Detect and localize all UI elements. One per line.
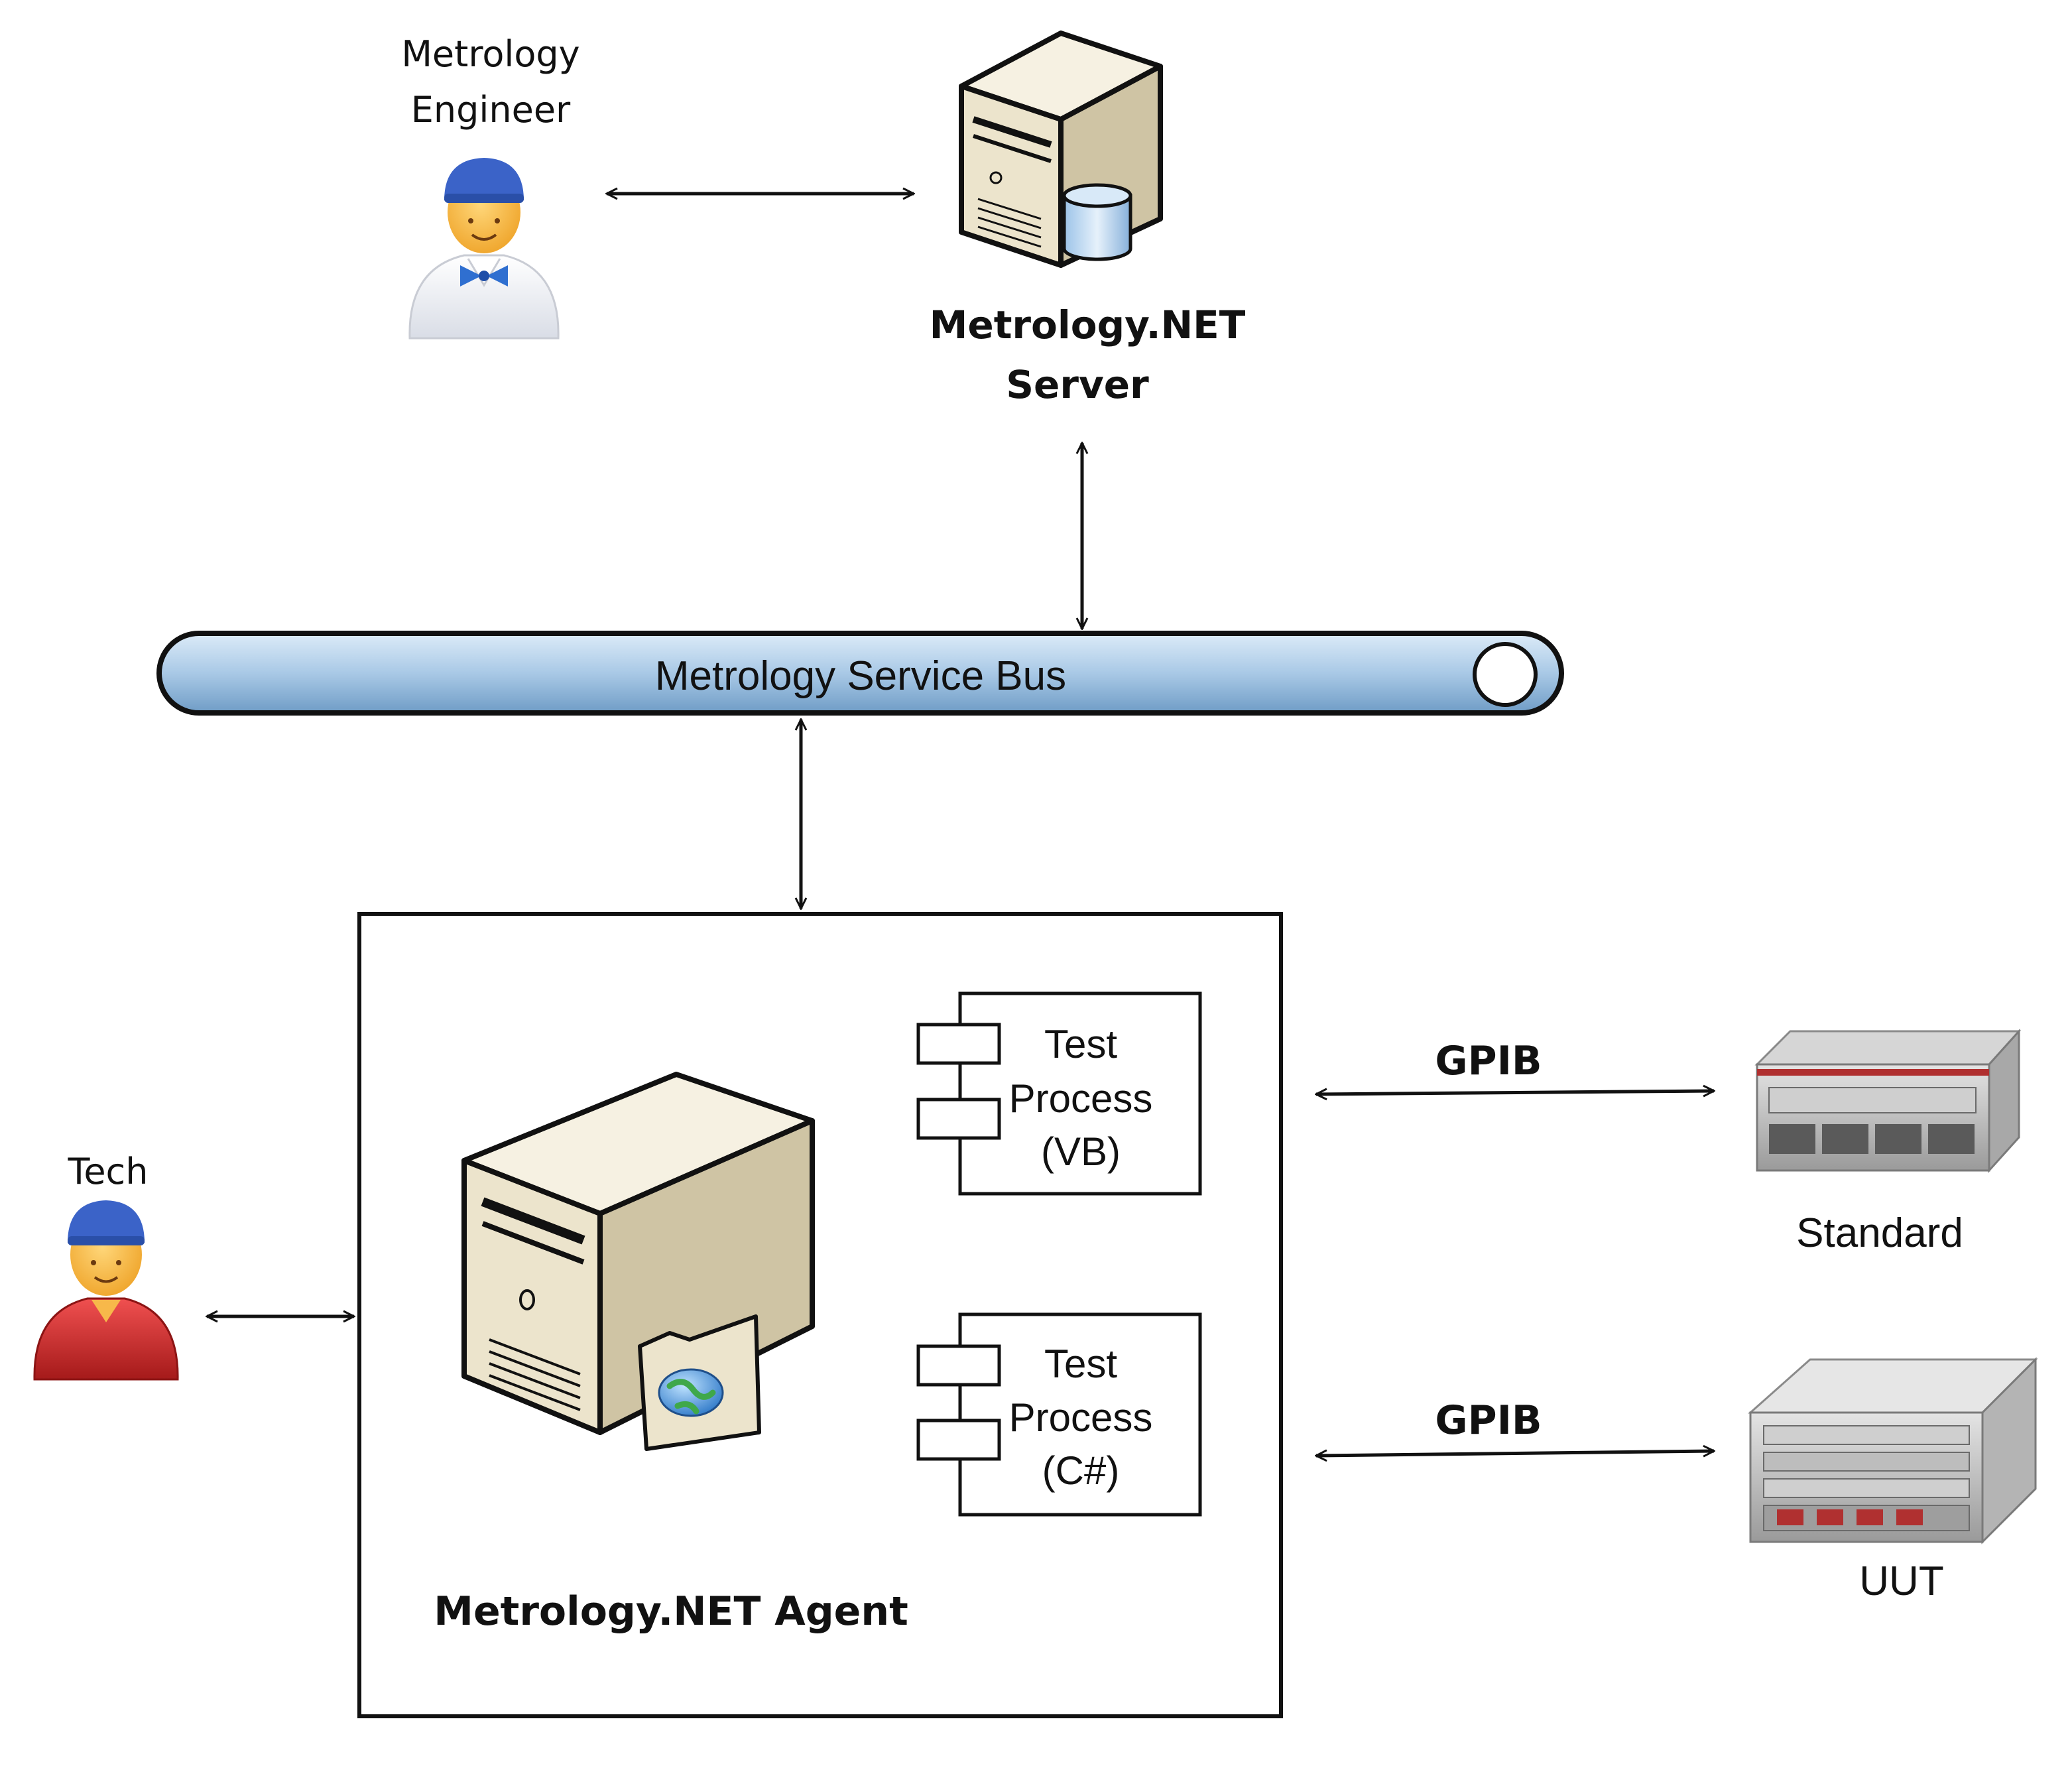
- database-server-icon: [959, 31, 1163, 268]
- test-process-vb: Test Process (VB): [916, 991, 1202, 1196]
- standard-label: Standard: [1796, 1210, 1963, 1256]
- test-process-vb-line2: Process: [1009, 1076, 1153, 1121]
- bus-label: Metrology Service Bus: [655, 653, 1066, 699]
- test-process-csharp-line1: Test: [1044, 1342, 1117, 1386]
- agent-container: Test Process (VB) Test Process (C#) Metr…: [357, 912, 1283, 1718]
- uut-device: UUT: [1748, 1357, 2038, 1604]
- test-process-csharp-line2: Process: [1009, 1395, 1153, 1440]
- server-label-line1: Metrology.NET: [930, 302, 1246, 348]
- tech-label: Tech: [68, 1151, 149, 1192]
- server-label-line2: Server: [1006, 362, 1149, 407]
- rack-server-icon: [1748, 1357, 2038, 1545]
- test-process-csharp-line3: (C#): [1042, 1448, 1120, 1493]
- test-process-vb-line3: (VB): [1041, 1129, 1121, 1174]
- tech-person: Tech: [33, 1151, 179, 1381]
- connectors: [207, 194, 1714, 1456]
- service-bus: Metrology Service Bus: [156, 631, 1564, 716]
- technician-icon: [33, 1200, 179, 1381]
- uut-label: UUT: [1859, 1558, 1943, 1604]
- standard-device: Standard: [1754, 1029, 2022, 1256]
- server-node: Metrology.NET Server: [930, 31, 1246, 407]
- gpib-label-standard: GPIB: [1435, 1038, 1542, 1084]
- rack-instrument-icon: [1754, 1029, 2022, 1173]
- agent-label: Metrology.NET Agent: [434, 1588, 908, 1635]
- engineer-person: Metrology Engineer: [401, 33, 580, 340]
- engineer-icon: [408, 158, 560, 340]
- test-process-vb-line1: Test: [1044, 1022, 1117, 1066]
- engineer-label-line2: Engineer: [411, 89, 571, 131]
- web-server-icon: [461, 1072, 815, 1451]
- agent-uut-arrow: [1316, 1451, 1714, 1456]
- engineer-label-line1: Metrology: [401, 33, 579, 75]
- test-process-csharp: Test Process (C#): [916, 1312, 1202, 1517]
- agent-standard-arrow: [1316, 1091, 1714, 1094]
- gpib-label-uut: GPIB: [1435, 1397, 1542, 1444]
